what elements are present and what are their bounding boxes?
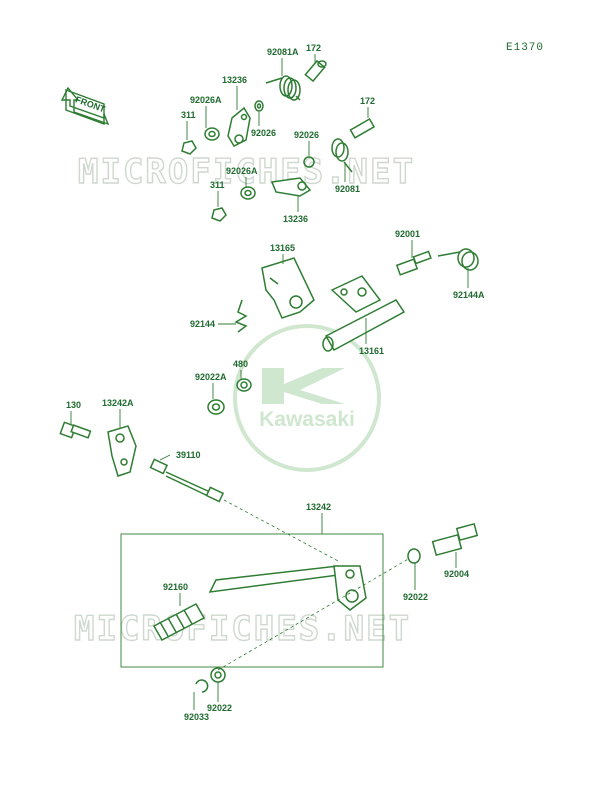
- front-arrow: FRONT: [60, 86, 110, 126]
- part-label-p3: 13236: [222, 75, 247, 85]
- part-label-p18: 480: [233, 359, 248, 369]
- part-label-p10: 92026A: [226, 166, 258, 176]
- part-label-p24: 92004: [444, 569, 469, 579]
- part-label-p14: 92001: [395, 229, 420, 239]
- part-label-p16: 92144: [190, 319, 215, 329]
- part-label-p19: 92022A: [195, 372, 227, 382]
- nut-311-top: [181, 140, 197, 155]
- nut-311-mid: [211, 207, 227, 222]
- joint-13242a: [107, 425, 137, 477]
- part-label-p20: 130: [66, 400, 81, 410]
- part-label-p5: 311: [181, 110, 196, 120]
- part-label-p7: 172: [360, 96, 375, 106]
- logo-text: Kawasaki: [259, 408, 355, 431]
- assembly-line-lower: [217, 557, 411, 671]
- plate-13165: [261, 257, 315, 319]
- washer-92026a-top: [204, 127, 220, 141]
- part-label-p26: 92022: [403, 592, 428, 602]
- spring-92081a: [265, 75, 301, 101]
- front-arrow-label: FRONT: [74, 94, 107, 114]
- spring-92144: [234, 299, 248, 333]
- part-label-p13: 13165: [270, 243, 295, 253]
- part-label-p17: 13161: [359, 346, 384, 356]
- watermark-top: MICROFICHES.NET: [78, 152, 415, 192]
- part-label-p8: 92026: [294, 130, 319, 140]
- part-label-p23: 13242: [306, 502, 331, 512]
- part-label-p12: 13236: [283, 214, 308, 224]
- rubber-92160: [152, 603, 206, 641]
- part-label-p9: 92081: [335, 184, 360, 194]
- washer-480: [236, 378, 252, 392]
- part-label-p4: 92026A: [190, 95, 222, 105]
- part-label-p2: 172: [306, 43, 321, 53]
- washer-92026-b: [303, 156, 315, 168]
- kawasaki-logo: Kawasaki: [233, 324, 381, 472]
- lever-13242: [208, 565, 367, 611]
- pedal-assembly-frame: [120, 533, 384, 668]
- bolt-92004: [431, 522, 479, 557]
- diagram-code: E1370: [506, 42, 544, 54]
- washer-92026-a: [254, 100, 264, 112]
- part-label-p21: 13242A: [102, 398, 134, 408]
- part-label-p25: 92160: [163, 582, 188, 592]
- washer-92026a-mid: [240, 186, 256, 200]
- part-label-p11: 311: [210, 180, 225, 190]
- leader-line-p22: [159, 454, 171, 461]
- assembly-line-rod: [223, 499, 341, 563]
- watermark-bottom: MICROFICHES.NET: [74, 609, 411, 649]
- spring-92081: [331, 138, 353, 173]
- part-label-p22: 39110: [176, 450, 201, 460]
- arm-13236-top: [227, 106, 251, 147]
- bolt-92001: [395, 250, 432, 276]
- arm-13236-mid: [270, 177, 312, 197]
- part-label-p27: 92022: [207, 703, 232, 713]
- part-label-p1: 92081A: [267, 47, 299, 57]
- spring-92144a: [437, 248, 479, 271]
- washer-92022-bottom: [210, 667, 226, 683]
- bolt-130: [59, 421, 92, 439]
- pin-172-right: [349, 118, 376, 139]
- part-label-p28: 92033: [184, 712, 209, 722]
- part-label-p6: 92026: [251, 128, 276, 138]
- rod-39110: [149, 458, 225, 503]
- part-label-p15: 92144A: [453, 290, 485, 300]
- washer-92022-right: [407, 548, 421, 564]
- washer-92022a: [207, 399, 225, 415]
- clip-92033: [195, 679, 209, 693]
- pin-172-top: [304, 59, 327, 83]
- shaft-13161: [322, 275, 406, 352]
